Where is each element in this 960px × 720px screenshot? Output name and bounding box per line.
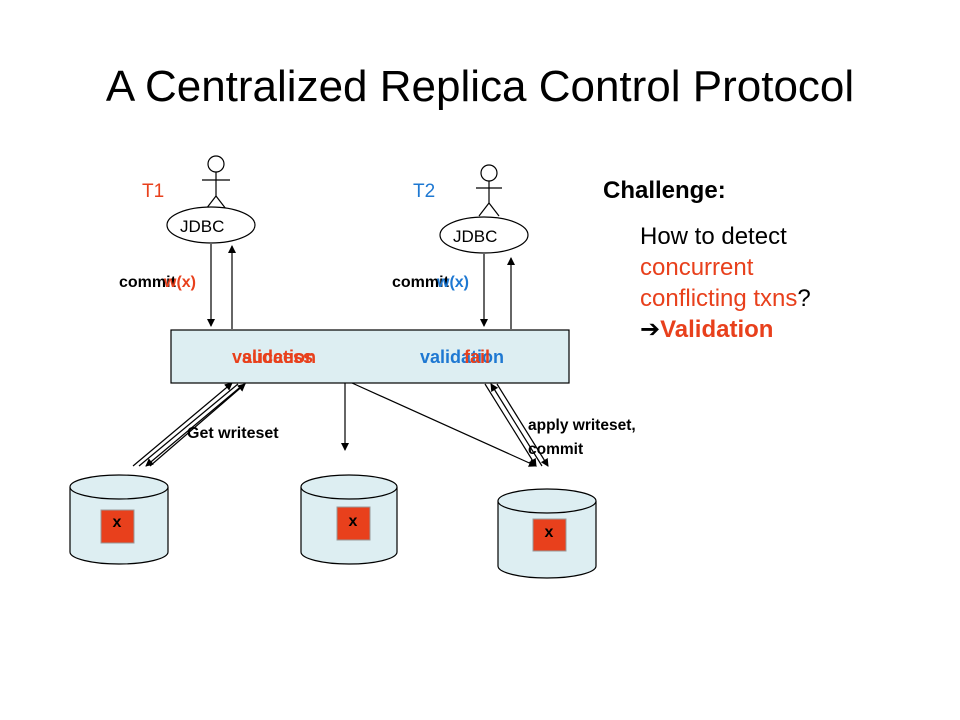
slide-title: A Centralized Replica Control Protocol	[105, 62, 855, 111]
controller-box	[170, 329, 570, 384]
challenge-conclusion: ➔Validation	[640, 315, 774, 343]
jdbc-driver-t2	[439, 216, 529, 254]
challenge-body: How to detect concurrent conflicting txn…	[640, 221, 811, 345]
t1-success-label: success	[242, 347, 314, 367]
replica3-sync-lines	[484, 383, 549, 467]
t1-commit-label: commit	[119, 274, 176, 291]
jdbc-label-t2: JDBC	[453, 227, 498, 246]
database-cylinder-icon	[300, 474, 398, 565]
get-writeset-label: Get writeset	[187, 425, 279, 442]
t2-commit-label: commit	[392, 274, 449, 291]
jdbc-label-t1: JDBC	[180, 217, 225, 236]
replica3-item-label: x	[544, 524, 554, 541]
database-cylinder-icon	[69, 474, 169, 565]
challenge-line-2: concurrent	[640, 254, 754, 281]
t2-validation-label: validation	[420, 347, 505, 367]
replica2-item-label: x	[348, 513, 358, 530]
t2-fail-label: fail	[464, 347, 491, 367]
replica1-sync-lines	[132, 382, 246, 467]
person-icon	[202, 155, 230, 210]
arrow-right-icon: ➔	[640, 315, 661, 343]
jdbc-driver-t1	[166, 206, 256, 244]
txn-label-t2: T2	[413, 181, 436, 202]
controller-to-replica3-arrow	[351, 382, 537, 467]
challenge-line-1: How to detect	[640, 223, 787, 250]
replica1-item-label: x	[112, 514, 122, 531]
challenge-heading: Challenge:	[603, 177, 726, 204]
person-icon	[476, 164, 502, 217]
t1-validation-label: validation	[232, 347, 317, 367]
challenge-line-3: conflicting txns?	[640, 285, 811, 312]
database-cylinder-icon	[497, 488, 597, 579]
t1-write-label: w(x)	[164, 274, 196, 291]
apply-writeset-label: apply writeset, commit	[528, 417, 636, 458]
txn-label-t1: T1	[142, 181, 165, 202]
t2-write-label: w(x)	[437, 274, 469, 291]
